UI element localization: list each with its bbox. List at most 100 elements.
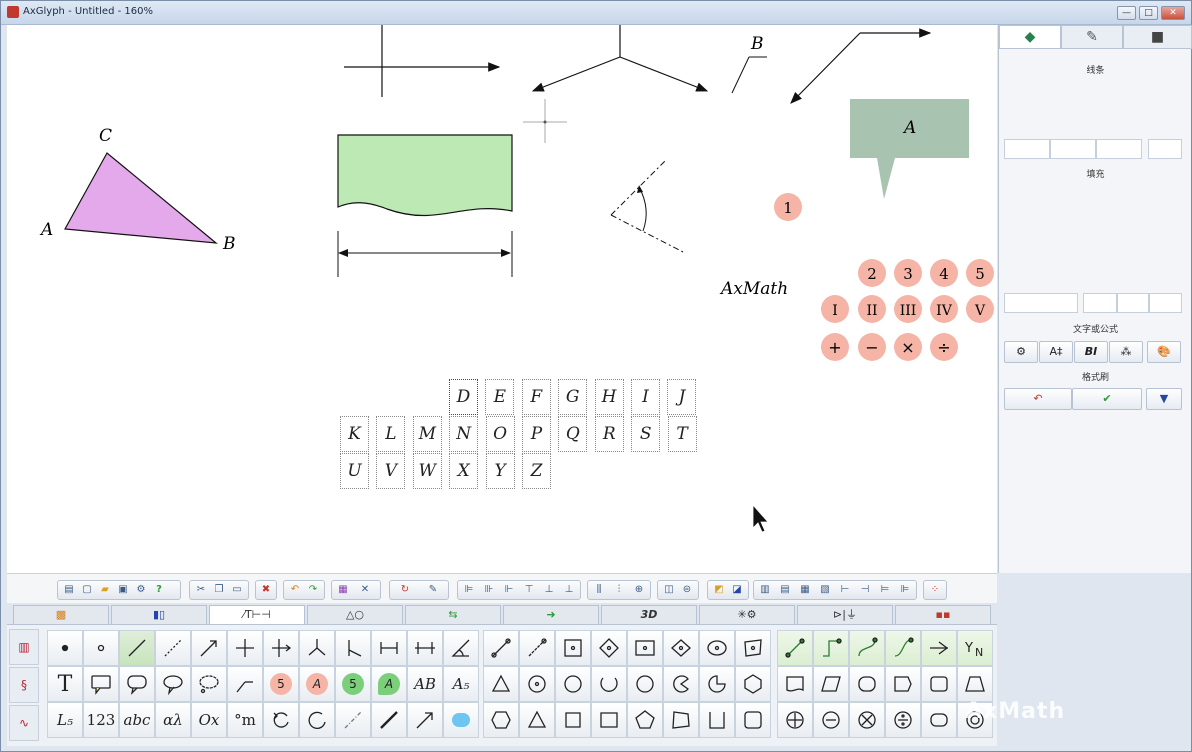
palette-shape-11[interactable] — [555, 666, 591, 702]
points-icon[interactable]: ⁘ — [930, 584, 940, 595]
space-v-icon[interactable]: ⊣ — [860, 584, 870, 595]
palette-tool-greek-text[interactable]: αλ — [155, 702, 191, 738]
letter-cell[interactable]: S — [631, 416, 661, 452]
text-color-button[interactable]: 🎨 — [1147, 341, 1181, 363]
text-size-box-1[interactable] — [1083, 293, 1117, 313]
palette-shape-8[interactable] — [735, 630, 771, 666]
palette-tool-crosshair[interactable] — [227, 630, 263, 666]
letter-cell[interactable]: D — [449, 379, 478, 415]
space-h-icon[interactable]: ⊢ — [840, 584, 850, 595]
palette-shape-15[interactable] — [699, 666, 735, 702]
bring-front-icon[interactable]: ◩ — [714, 584, 724, 595]
letter-cell[interactable]: Z — [522, 453, 551, 489]
tab-style[interactable]: ✎ — [1061, 25, 1123, 49]
space-x-icon[interactable]: ⊨ — [880, 584, 890, 595]
letter-cell[interactable]: U — [340, 453, 369, 489]
palette-tool-axes[interactable] — [335, 630, 371, 666]
undo-icon[interactable]: ↶ — [290, 584, 300, 595]
tab-animation[interactable]: ■ — [1123, 25, 1192, 49]
palette-shape-7[interactable] — [699, 630, 735, 666]
palette-shape-9[interactable] — [483, 666, 519, 702]
palette-shape-18[interactable] — [519, 702, 555, 738]
palette-connector-7[interactable] — [777, 666, 813, 702]
redo-icon[interactable]: ↷ — [308, 584, 318, 595]
side-tab-2[interactable]: § — [9, 667, 39, 703]
settings-icon[interactable]: ⚙ — [136, 584, 146, 595]
tab-charts[interactable]: ▮▯ — [111, 605, 207, 625]
same-height-icon[interactable]: ▤ — [780, 584, 790, 595]
center-icon[interactable]: ⊕ — [634, 584, 644, 595]
palette-tool-arrow-up-right[interactable] — [407, 702, 443, 738]
palette-tool-text[interactable]: T — [47, 666, 83, 702]
palette-connector-14[interactable] — [813, 702, 849, 738]
letter-cell[interactable]: L — [376, 416, 406, 452]
letter-cell[interactable]: Y — [485, 453, 515, 489]
side-tab-1[interactable]: ▥ — [9, 629, 39, 665]
side-tab-3[interactable]: ∿ — [9, 705, 39, 741]
same-width-icon[interactable]: ▥ — [760, 584, 770, 595]
palette-shape-6[interactable] — [663, 630, 699, 666]
text-settings-button[interactable]: ⚙ — [1004, 341, 1038, 363]
minimize-button[interactable]: — — [1117, 6, 1136, 20]
palette-shape-13[interactable] — [627, 666, 663, 702]
palette-tool-subscript-l[interactable]: L₅ — [47, 702, 83, 738]
palette-tool-badge-num[interactable]: 5 — [263, 666, 299, 702]
palette-tool-label-line[interactable] — [227, 666, 263, 702]
palette-shape-20[interactable] — [591, 702, 627, 738]
palette-tool-arrow-line[interactable] — [191, 630, 227, 666]
letter-cell[interactable]: F — [521, 379, 551, 415]
palette-tool-ox-text[interactable]: Ox — [191, 702, 227, 738]
letter-cell[interactable]: X — [449, 453, 479, 489]
tab-3d[interactable]: 3D — [601, 605, 697, 625]
tab-physics[interactable]: ✳⚙ — [699, 605, 795, 625]
align-bottom-icon[interactable]: ⊥ — [564, 584, 574, 595]
palette-tool-degree-text[interactable]: °m — [227, 702, 263, 738]
space-equal-icon[interactable]: ▧ — [820, 584, 830, 595]
palette-tool-badge-num-green[interactable]: 5 — [335, 666, 371, 702]
pen-icon[interactable]: ✎ — [428, 584, 438, 595]
palette-shape-12[interactable] — [591, 666, 627, 702]
letter-cell[interactable]: J — [667, 379, 697, 415]
letter-cell[interactable]: E — [485, 379, 515, 415]
letter-cell[interactable]: W — [412, 453, 442, 489]
palette-tool-cross-arrow[interactable] — [263, 630, 299, 666]
palette-connector-8[interactable] — [813, 666, 849, 702]
palette-connector-16[interactable] — [885, 702, 921, 738]
palette-shape-19[interactable] — [555, 702, 591, 738]
drawing-canvas[interactable]: B C A B — [7, 25, 997, 573]
palette-connector-12[interactable] — [957, 666, 993, 702]
palette-tool-angle[interactable] — [443, 630, 479, 666]
line-style-box-1[interactable] — [1004, 139, 1050, 159]
text-effects-button[interactable]: ⁂ — [1109, 341, 1143, 363]
space-y-icon[interactable]: ⊫ — [900, 584, 910, 595]
palette-tool-badge-letter[interactable]: A — [299, 666, 335, 702]
rotate-icon[interactable]: ↻ — [400, 584, 410, 595]
text-size-box-2[interactable] — [1117, 293, 1149, 313]
help-icon[interactable]: ? — [156, 584, 162, 595]
text-size-button[interactable]: A‡ — [1039, 341, 1073, 363]
tab-more[interactable]: ▪▪ — [895, 605, 991, 625]
close-button[interactable]: ✕ — [1161, 6, 1185, 20]
tab-colors[interactable]: ▩ — [13, 605, 109, 625]
palette-shape-16[interactable] — [735, 666, 771, 702]
palette-tool-callout-round[interactable] — [119, 666, 155, 702]
letter-cell[interactable]: P — [522, 416, 551, 452]
grid-icon[interactable]: ▦ — [338, 584, 348, 595]
palette-connector-9[interactable] — [849, 666, 885, 702]
align-left-icon[interactable]: ⊫ — [464, 584, 474, 595]
palette-tool-dimension-inner[interactable] — [407, 630, 443, 666]
letter-cell[interactable]: V — [376, 453, 406, 489]
flip-v-icon[interactable]: ⊜ — [682, 584, 692, 595]
palette-connector-4[interactable] — [885, 630, 921, 666]
palette-tool-numbers-text[interactable]: 123 — [83, 702, 119, 738]
palette-shape-5[interactable] — [627, 630, 663, 666]
palette-shape-14[interactable] — [663, 666, 699, 702]
letter-cell[interactable]: O — [485, 416, 515, 452]
flip-h-icon[interactable]: ◫ — [664, 584, 674, 595]
palette-shape-4[interactable] — [591, 630, 627, 666]
letter-cell[interactable]: G — [558, 379, 588, 415]
menu-icon[interactable]: ▤ — [64, 584, 74, 595]
palette-shape-24[interactable] — [735, 702, 771, 738]
new-file-icon[interactable]: ▢ — [82, 584, 92, 595]
